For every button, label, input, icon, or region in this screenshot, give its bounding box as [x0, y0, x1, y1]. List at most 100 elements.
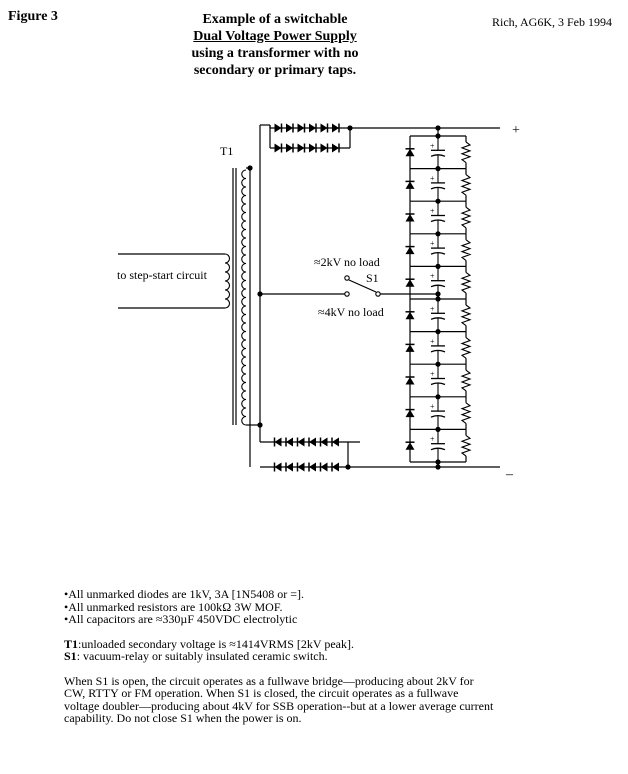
- resistor: [460, 239, 472, 261]
- resistor: [460, 206, 472, 229]
- capacitor-polarity-mark: +: [430, 337, 435, 346]
- note-capacitors: •All capacitors are ≈330µF 450VDC electr…: [64, 612, 298, 626]
- diode: [296, 437, 305, 447]
- secondary-coil-turn: [241, 237, 247, 248]
- resistor: [460, 304, 472, 327]
- circuit-wires: [118, 124, 500, 468]
- title-line-2: Dual Voltage Power Supply: [193, 29, 357, 44]
- switch-label: S1: [366, 271, 379, 285]
- capacitor: +: [430, 299, 446, 332]
- secondary-coil-turn: [241, 364, 247, 375]
- secondary-coil-turn: [241, 262, 247, 273]
- negative-terminal-label: –: [505, 467, 514, 482]
- resistor: [460, 271, 472, 294]
- secondary-coil-turn: [241, 305, 247, 316]
- secondary-coil-turn: [241, 254, 247, 265]
- diode: [405, 441, 415, 450]
- diode: [309, 123, 317, 133]
- note-t1: T1:unloaded secondary voltage is ≈1414VR…: [64, 636, 534, 651]
- capacitor: +: [430, 201, 446, 234]
- secondary-coil-turn: [241, 347, 247, 358]
- note-s1-label: S1: [64, 649, 77, 663]
- primary-coil-turn: [224, 280, 231, 291]
- junction-dot: [247, 165, 253, 171]
- capacitor: +: [430, 396, 446, 430]
- step-start-label: to step-start circuit: [117, 268, 208, 282]
- junction-dot: [345, 464, 351, 470]
- diode: [309, 143, 317, 153]
- note-t1-text: :unloaded secondary voltage is ≈1414VRMS…: [78, 636, 354, 651]
- note-resistors: •All unmarked resistors are 100kΩ 3W MOF…: [64, 599, 283, 614]
- secondary-coil-turn: [241, 228, 247, 239]
- note-s1: S1: vacuum-relay or suitably insulated c…: [64, 650, 534, 663]
- resistor: [460, 369, 472, 392]
- capacitor: +: [430, 168, 446, 202]
- note-paragraph-line-4: capability. Do not close S1 when the pow…: [64, 711, 302, 725]
- secondary-coil-turn: [241, 322, 247, 333]
- diode: [297, 123, 306, 133]
- diode: [405, 245, 415, 255]
- secondary-coil-turn: [241, 313, 247, 324]
- junction-dot: [435, 125, 441, 131]
- diode: [297, 143, 306, 153]
- diode: [274, 143, 283, 153]
- notes-block: •All unmarked diodes are 1kV, 3A [1N5408…: [64, 588, 534, 725]
- diode: [331, 437, 339, 447]
- resistor: [460, 337, 472, 359]
- diode: [273, 462, 282, 472]
- capacitor: +: [430, 429, 446, 462]
- diode: [285, 462, 293, 472]
- secondary-coil-turn: [241, 211, 247, 222]
- secondary-coil-turn: [241, 398, 247, 409]
- secondary-coil-turn: [241, 356, 247, 367]
- diode: [319, 437, 328, 447]
- diode: [405, 180, 415, 189]
- switch-blade: [348, 279, 377, 293]
- transformer-label: T1: [220, 144, 233, 158]
- diode: [319, 462, 328, 472]
- secondary-coil-turn: [241, 415, 247, 426]
- diode: [405, 376, 415, 385]
- diode: [331, 462, 339, 472]
- capacitor-polarity-mark: +: [430, 402, 435, 411]
- diode: [286, 123, 294, 133]
- secondary-coil-turn: [241, 279, 247, 290]
- diode: [308, 462, 316, 472]
- diode: [296, 462, 305, 472]
- diode: [405, 343, 415, 352]
- positive-terminal-label: +: [512, 123, 520, 138]
- capacitor-polarity-mark: +: [430, 304, 435, 313]
- resistor: [460, 402, 472, 424]
- note-paragraph-line-3: voltage doubler—producing about 4kV for …: [64, 698, 494, 713]
- capacitor-polarity-mark: +: [430, 435, 435, 444]
- author-credit: Rich, AG6K, 3 Feb 1994: [492, 15, 612, 29]
- note-paragraph-line-2: CW, RTTY or FM operation. When S1 is clo…: [64, 686, 459, 700]
- secondary-coil-turn: [241, 169, 247, 180]
- diode: [320, 143, 329, 153]
- capacitor-polarity-mark: +: [430, 207, 435, 216]
- note-diodes: •All unmarked diodes are 1kV, 3A [1N5408…: [64, 587, 305, 601]
- resistor: [460, 141, 472, 164]
- figure-label: Figure 3: [8, 9, 58, 24]
- diode: [286, 143, 294, 153]
- capacitor-polarity-mark: +: [430, 239, 435, 248]
- title-line-3: using a transformer with no: [191, 46, 359, 61]
- primary-coil-turn: [224, 289, 231, 300]
- primary-coil-turn: [224, 271, 231, 282]
- switch-contact: [344, 275, 350, 281]
- circuit-components: ++++++++++: [224, 123, 472, 472]
- note-t1-label: T1: [64, 636, 79, 651]
- secondary-coil-turn: [241, 177, 247, 188]
- primary-coil-turn: [224, 253, 231, 264]
- capacitor-polarity-mark: +: [430, 272, 435, 281]
- diode: [273, 437, 282, 447]
- resistor: [460, 434, 472, 457]
- primary-coil-turn: [224, 262, 231, 273]
- capacitor-polarity-mark: +: [430, 141, 435, 150]
- secondary-coil-turn: [241, 194, 247, 205]
- secondary-coil-turn: [241, 296, 247, 307]
- switch-contact: [344, 291, 350, 297]
- capacitor-polarity-mark: +: [430, 174, 435, 183]
- note-s1-text: : vacuum-relay or suitably insulated cer…: [76, 649, 328, 663]
